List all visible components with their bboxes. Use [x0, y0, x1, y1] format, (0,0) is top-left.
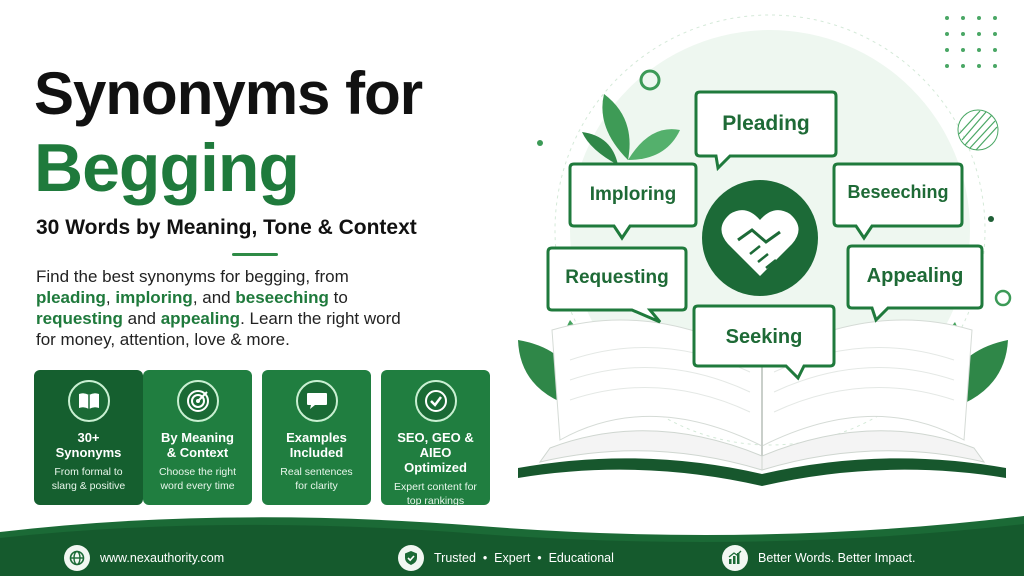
- tagline-text: Better Words. Better Impact.: [758, 551, 916, 565]
- shield-check-icon: [398, 545, 424, 571]
- desc-text-4: . Learn the right word for money, attent…: [36, 309, 401, 349]
- description: Find the best synonyms for begging, from…: [36, 266, 406, 350]
- checkmark-icon: [414, 380, 457, 422]
- feature-card-examples: Examples Included Real sentences for cla…: [262, 370, 371, 505]
- page-title-line1: Synonyms for: [34, 60, 423, 127]
- bubble-requesting: Requesting: [546, 246, 688, 324]
- bubble-imploring: Imploring: [568, 162, 698, 241]
- desc-word-appealing: appealing: [160, 309, 241, 328]
- dashed-ring: [554, 14, 986, 446]
- footer-trust: Trusted • Expert • Educational: [398, 545, 614, 571]
- deco-ring: [994, 289, 1012, 307]
- bubble-pleading: Pleading: [694, 90, 838, 172]
- desc-sep-1: ,: [105, 288, 116, 307]
- page-title-line2: Begging: [34, 130, 300, 206]
- hatched-circle: [957, 109, 999, 151]
- card-subtitle: From formal to slang & positive: [51, 466, 126, 492]
- card-subtitle: Expert content for top rankings: [394, 481, 477, 507]
- chat-icon: [295, 380, 338, 422]
- target-icon: [176, 380, 219, 422]
- leaf-cluster-top: [582, 94, 680, 165]
- card-title: 30+ Synonyms: [55, 430, 122, 460]
- card-title: Examples Included: [286, 430, 347, 460]
- card-title: By Meaning & Context: [161, 430, 234, 460]
- desc-text-1: Find the best synonyms for begging, from: [36, 267, 349, 286]
- desc-word-pleading: pleading: [36, 288, 106, 307]
- desc-sep-2: , and: [192, 288, 236, 307]
- website-url[interactable]: www.nexauthority.com: [100, 551, 225, 565]
- desc-word-requesting: requesting: [36, 309, 123, 328]
- bubble-label: Requesting: [565, 267, 668, 288]
- bubble-beseeching: Beseeching: [832, 162, 964, 241]
- desc-text-3: and: [122, 309, 161, 328]
- bubble-label: Pleading: [722, 112, 810, 135]
- deco-ring: [639, 69, 661, 91]
- heart-handshake-icon: [702, 180, 818, 296]
- card-subtitle: Choose the right word every time: [158, 466, 237, 492]
- book-icon: [67, 380, 110, 422]
- bubble-seeking: Seeking: [692, 304, 836, 381]
- illustration: Pleading Imploring Beseeching Requesting…: [518, 14, 1012, 486]
- bubble-appealing: Appealing: [846, 244, 984, 323]
- bubble-label: Beseeching: [847, 182, 948, 202]
- trust-text: Trusted • Expert • Educational: [434, 551, 614, 565]
- bubble-label: Seeking: [726, 326, 803, 348]
- card-subtitle: Real sentences for clarity: [280, 466, 353, 492]
- footer-website[interactable]: www.nexauthority.com: [64, 545, 224, 571]
- page-subtitle: 30 Words by Meaning, Tone & Context: [36, 216, 417, 239]
- feature-card-seo: SEO, GEO & AIEO Optimized Expert content…: [381, 370, 490, 507]
- bubble-label: Appealing: [867, 265, 964, 287]
- growth-chart-icon: [722, 545, 748, 571]
- dot-grid: [945, 16, 997, 68]
- deco-dot: [537, 140, 543, 146]
- desc-text-2: to: [328, 288, 348, 307]
- footer-tagline: Better Words. Better Impact.: [722, 545, 915, 571]
- desc-word-imploring: imploring: [115, 288, 193, 307]
- globe-icon: [64, 545, 90, 571]
- feature-card-synonyms: 30+ Synonyms From formal to slang & posi…: [34, 370, 143, 505]
- desc-word-beseeching: beseeching: [235, 288, 329, 307]
- footer-wave: [0, 516, 1024, 576]
- card-title: SEO, GEO & AIEO Optimized: [397, 430, 474, 475]
- deco-dot: [988, 216, 994, 222]
- accent-divider: [232, 253, 278, 256]
- footer: [0, 512, 1024, 576]
- feature-card-meaning: By Meaning & Context Choose the right wo…: [143, 370, 252, 505]
- bubble-label: Imploring: [590, 184, 677, 205]
